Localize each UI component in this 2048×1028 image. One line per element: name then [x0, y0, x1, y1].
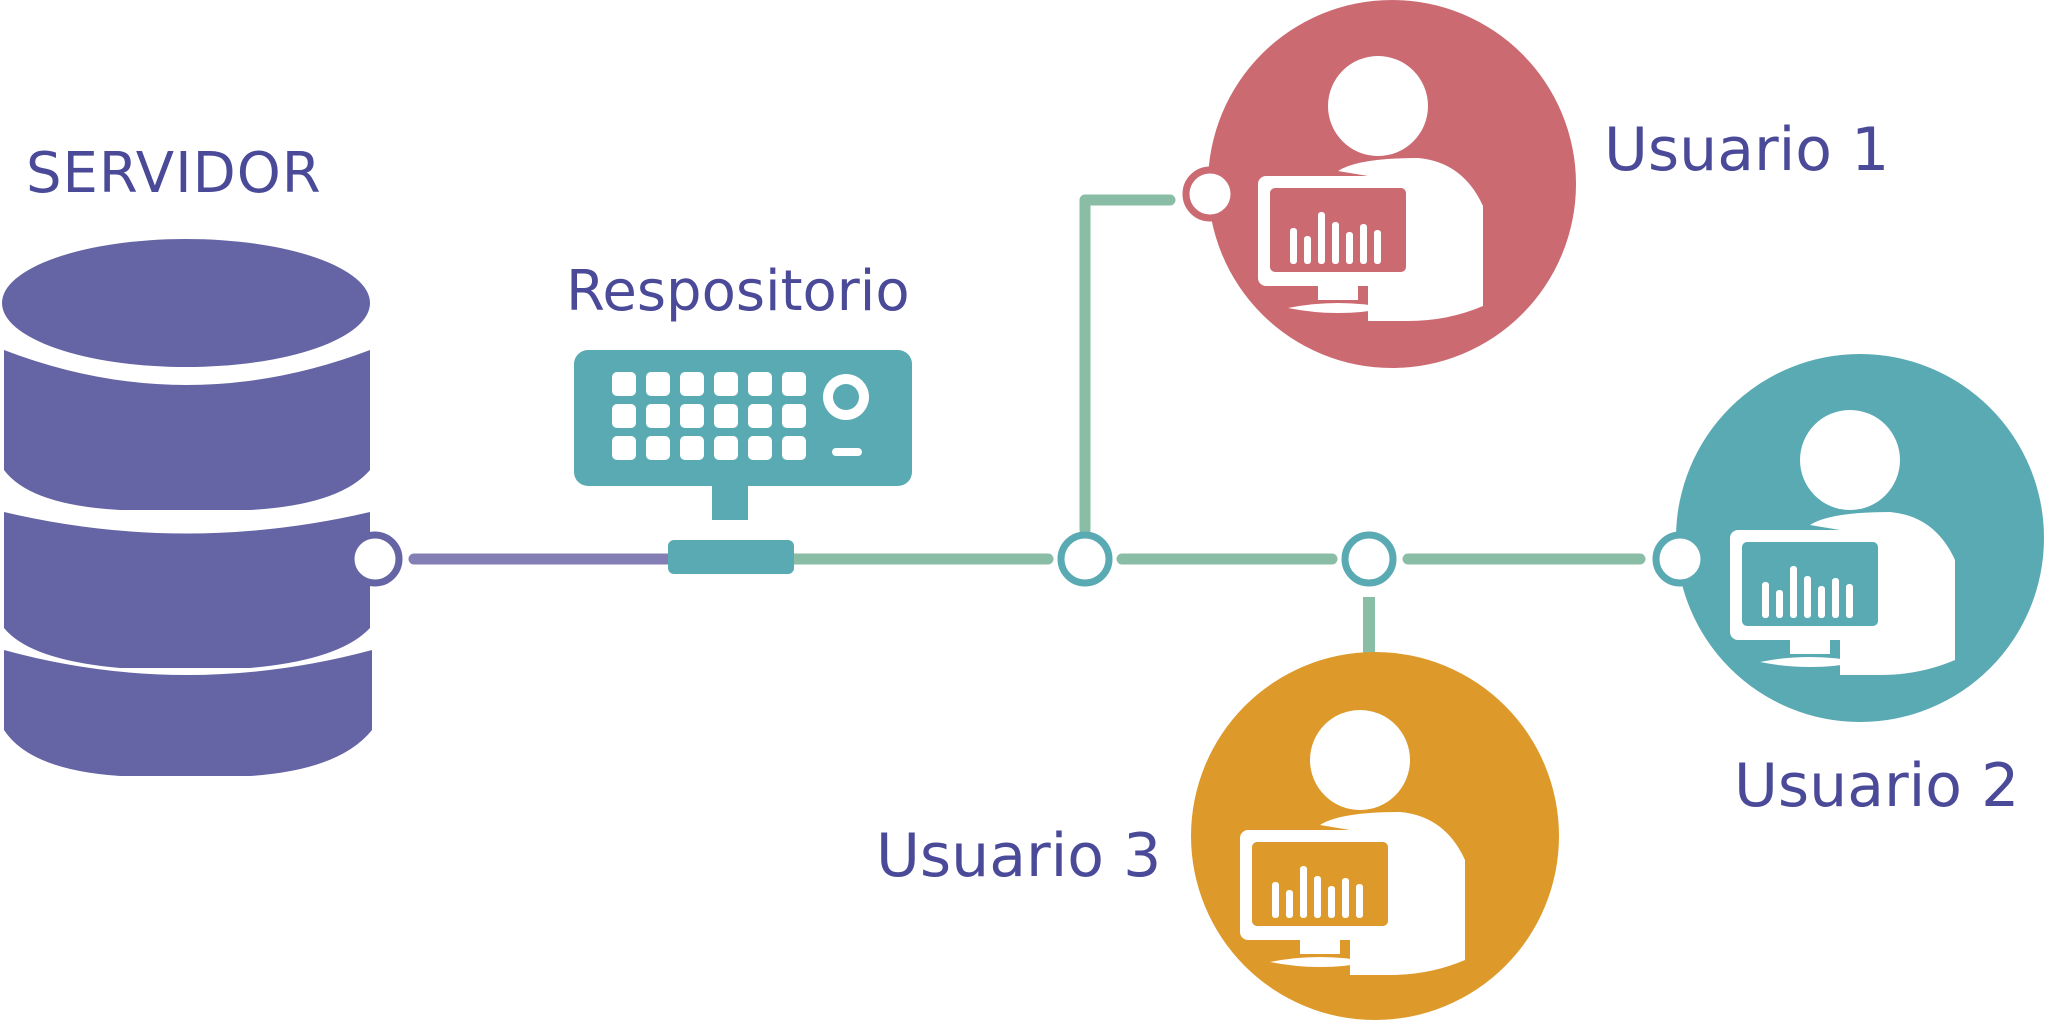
connector-node-icon [1345, 535, 1393, 583]
repository-label: Respositorio [566, 259, 910, 324]
connector-node-icon [1186, 170, 1234, 218]
user2-node [1676, 354, 2044, 722]
connector-node-icon [351, 535, 399, 583]
connector-node-icon [1656, 535, 1704, 583]
database-icon [2, 239, 372, 776]
user2-label: Usuario 2 [1734, 751, 2020, 821]
link-junction-user1 [1079, 194, 1176, 536]
user1-node [1208, 0, 1576, 368]
server-label: SERVIDOR [26, 141, 322, 206]
user3-label: Usuario 3 [876, 821, 1162, 891]
user3-node [1191, 652, 1559, 1020]
server-rack-icon [574, 350, 912, 574]
user1-label: Usuario 1 [1604, 115, 1890, 185]
connector-node-icon [1061, 535, 1109, 583]
